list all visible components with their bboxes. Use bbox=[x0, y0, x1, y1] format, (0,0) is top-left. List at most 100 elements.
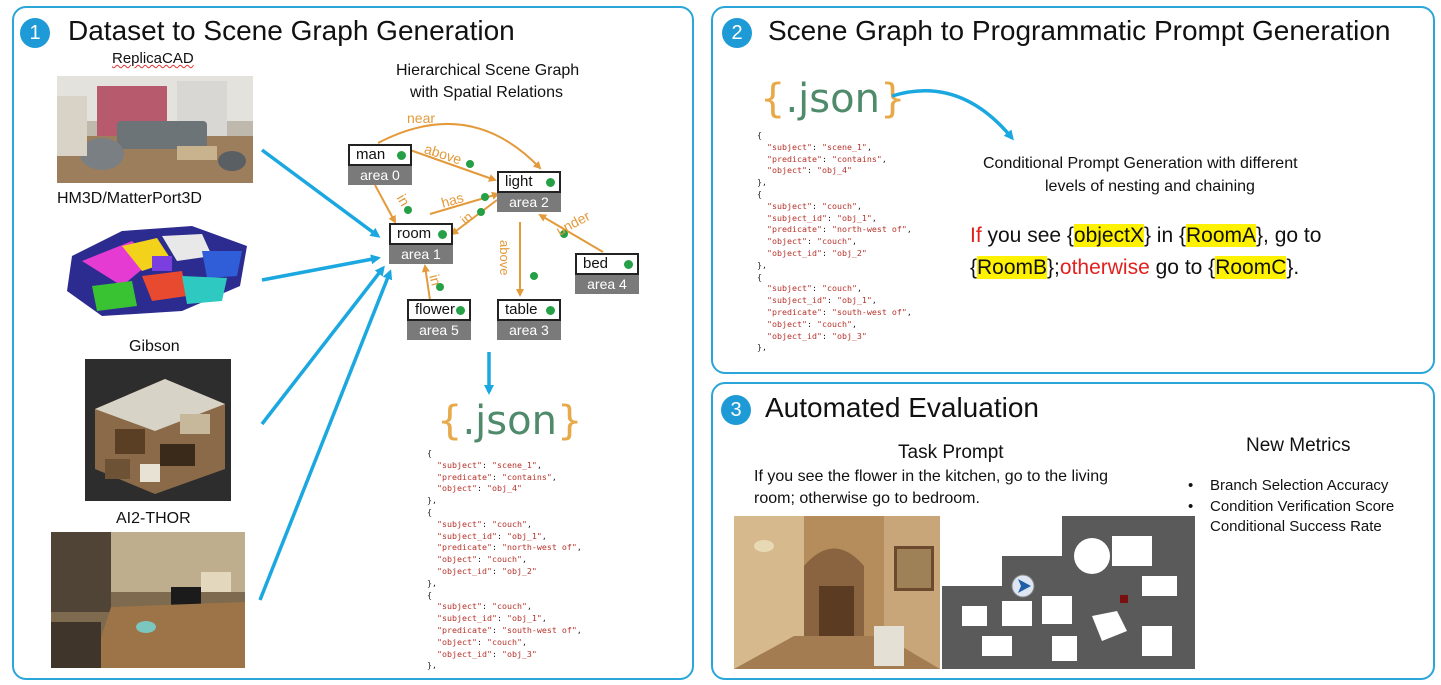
code-line: "object": "obj_4" bbox=[437, 483, 522, 494]
code-line: "predicate": "south-west of", bbox=[767, 306, 912, 317]
graph-title-line2: with Spatial Relations bbox=[410, 84, 563, 101]
panel3-title: Automated Evaluation bbox=[765, 392, 1039, 423]
node-man-area: area 0 bbox=[348, 166, 412, 185]
step-number-1: 1 bbox=[20, 18, 50, 48]
prompt-text: you see { bbox=[981, 224, 1074, 247]
code-line: { bbox=[427, 506, 432, 517]
placeholder-roomc: RoomC bbox=[1215, 256, 1287, 279]
code-line: }, bbox=[427, 577, 437, 588]
metric-item: •Branch Selection Accuracy bbox=[1188, 477, 1389, 494]
prompt-text: }. bbox=[1286, 256, 1300, 279]
json-brace-close: } bbox=[879, 76, 906, 122]
code-line: }, bbox=[757, 259, 767, 270]
metrics-list: •Branch Selection Accuracy •Condition Ve… bbox=[1188, 476, 1394, 538]
code-line: "subject": "couch", bbox=[437, 601, 532, 612]
json-brace-open: { bbox=[437, 398, 463, 444]
code-line: }, bbox=[427, 495, 437, 506]
prompt-desc-line1: Conditional Prompt Generation with diffe… bbox=[983, 155, 1298, 172]
node-room: room area 1 bbox=[389, 223, 453, 264]
node-bed: bed area 4 bbox=[575, 253, 639, 294]
source-label-hm3d: HM3D/MatterPort3D bbox=[57, 190, 202, 207]
dataset-arrows bbox=[258, 123, 604, 601]
code-line: "predicate": "north-west of", bbox=[437, 542, 582, 553]
check-icon bbox=[624, 260, 633, 269]
code-line: }, bbox=[427, 660, 437, 671]
metrics-heading: New Metrics bbox=[1246, 435, 1351, 456]
check-icon bbox=[546, 178, 555, 187]
source-label-replicacad: ReplicaCAD bbox=[112, 50, 194, 67]
metric-item: •Conditional Success Rate bbox=[1188, 517, 1394, 538]
code-line: "object": "couch", bbox=[437, 636, 527, 647]
ai2thor-image bbox=[51, 532, 245, 668]
node-room-label: room bbox=[397, 225, 432, 242]
prompt-text: }; bbox=[1047, 256, 1060, 279]
node-man: man area 0 bbox=[348, 144, 412, 185]
prompt-arrow bbox=[891, 89, 1014, 141]
code-line: { bbox=[427, 448, 432, 458]
code-line: { bbox=[427, 589, 432, 600]
gibson-image bbox=[85, 359, 231, 501]
metric-label: Conditional Success Rate bbox=[1210, 518, 1382, 535]
prompt-text: } in { bbox=[1143, 224, 1186, 247]
code-line: "object": "obj_4" bbox=[767, 165, 852, 176]
node-table-label: table bbox=[505, 301, 538, 318]
check-icon bbox=[438, 230, 447, 239]
task-prompt-heading: Task Prompt bbox=[898, 442, 1004, 463]
code-line: }, bbox=[757, 342, 767, 353]
metric-label: Condition Verification Score bbox=[1210, 497, 1395, 515]
node-bed-area: area 4 bbox=[575, 275, 639, 294]
relation-above-2: above bbox=[497, 240, 512, 276]
node-room-area: area 1 bbox=[389, 245, 453, 264]
code-line: "predicate": "south-west of", bbox=[437, 624, 582, 635]
code-line: "subject_id": "obj_1", bbox=[767, 212, 877, 223]
json-label-prompt: {.json} bbox=[760, 76, 905, 122]
json-code-prompt: { "subject": "scene_1", "predicate": "co… bbox=[757, 130, 912, 354]
code-line: { bbox=[757, 188, 762, 199]
code-line: }, bbox=[757, 177, 767, 188]
prompt-text: { bbox=[970, 256, 978, 279]
json-code-graph: { "subject": "scene_1", "predicate": "co… bbox=[427, 448, 582, 672]
prompt-line-2: {RoomB};otherwise go to {RoomC}. bbox=[970, 252, 1321, 284]
panel2-title: Scene Graph to Programmatic Prompt Gener… bbox=[768, 15, 1391, 46]
step-number-2: 2 bbox=[722, 18, 752, 48]
code-line: "predicate": "contains", bbox=[767, 153, 887, 164]
node-table-area: area 3 bbox=[497, 321, 561, 340]
replicacad-image bbox=[57, 76, 253, 183]
node-flower-label: flower bbox=[415, 301, 456, 318]
source-label-ai2thor: AI2-THOR bbox=[116, 510, 191, 527]
prompt-desc-line2: levels of nesting and chaining bbox=[1045, 178, 1255, 195]
code-line: "object": "couch", bbox=[767, 236, 857, 247]
code-line: "subject_id": "obj_1", bbox=[437, 613, 547, 624]
code-line: "object_id": "obj_3" bbox=[437, 648, 537, 659]
code-line: "object_id": "obj_2" bbox=[437, 565, 537, 576]
node-flower: flower area 5 bbox=[407, 299, 471, 340]
occupancy-map-image bbox=[942, 516, 1195, 669]
code-line: "subject_id": "obj_1", bbox=[767, 295, 877, 306]
graph-title-line1: Hierarchical Scene Graph bbox=[396, 62, 580, 79]
json-brace-open: { bbox=[760, 76, 786, 122]
keyword-if: If bbox=[970, 224, 982, 247]
placeholder-rooma: RoomA bbox=[1186, 224, 1257, 247]
source-label-gibson: Gibson bbox=[129, 338, 180, 355]
node-light: light area 2 bbox=[497, 171, 561, 212]
panel1-title: Dataset to Scene Graph Generation bbox=[68, 15, 515, 46]
code-line: { bbox=[757, 130, 762, 140]
task-prompt-line2: room; otherwise go to bedroom. bbox=[754, 490, 980, 507]
relation-near: near bbox=[407, 110, 436, 126]
code-line: "object": "couch", bbox=[437, 554, 527, 565]
code-line: "subject": "scene_1", bbox=[767, 141, 872, 152]
keyword-otherwise: otherwise bbox=[1059, 256, 1150, 279]
check-icon bbox=[397, 151, 406, 160]
json-text: .json bbox=[462, 398, 557, 444]
json-text: .json bbox=[785, 76, 880, 122]
metric-label: Branch Selection Accuracy bbox=[1210, 477, 1389, 494]
prompt-line-1: If you see {objectX} in {RoomA}, go to bbox=[970, 220, 1321, 252]
code-line: "object": "couch", bbox=[767, 318, 857, 329]
node-table: table area 3 bbox=[497, 299, 561, 340]
code-line: "predicate": "contains", bbox=[437, 471, 557, 482]
code-line: "subject_id": "obj_1", bbox=[437, 530, 547, 541]
check-icon bbox=[546, 306, 555, 315]
node-bed-label: bed bbox=[583, 255, 609, 272]
json-brace-close: } bbox=[556, 398, 583, 444]
check-icon bbox=[456, 306, 465, 315]
